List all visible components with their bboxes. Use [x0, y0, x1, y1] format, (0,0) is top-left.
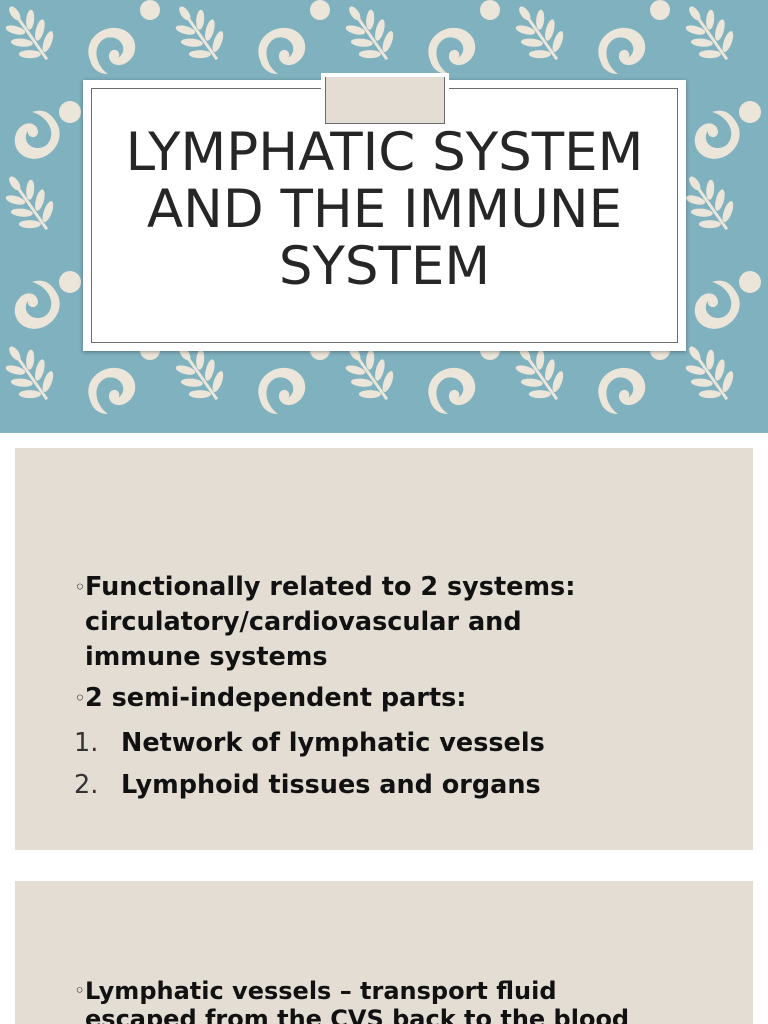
- item-number: 2.: [74, 770, 99, 800]
- bullet-marker: ◦: [74, 575, 86, 599]
- bullet-item: ◦ 2 semi-independent parts:: [74, 681, 734, 716]
- bullet-item: ◦ Lymphatic vessels – transport fluid es…: [74, 977, 734, 1024]
- title-card: LYMPHATIC SYSTEM AND THE IMMUNE SYSTEM: [83, 77, 686, 351]
- item-text: Network of lymphatic vessels: [121, 728, 545, 758]
- bullet-list: ◦ Lymphatic vessels – transport fluid es…: [74, 977, 734, 1024]
- bullet-text: 2 semi-independent parts:: [85, 681, 734, 716]
- bullet-marker: ◦: [74, 980, 86, 1002]
- item-text: Lymphoid tissues and organs: [121, 770, 541, 800]
- slide-body: ◦ Lymphatic vessels – transport fluid es…: [74, 977, 734, 1024]
- bullet-line: circulatory/cardiovascular and: [85, 607, 522, 637]
- lymphatic-vessels-slide: ◦ Lymphatic vessels – transport fluid es…: [15, 881, 753, 1024]
- item-number: 1.: [74, 728, 99, 758]
- bullet-line: Functionally related to 2 systems:: [85, 572, 576, 602]
- bullet-line: 2 semi-independent parts:: [85, 683, 467, 713]
- slide-title-line: LYMPHATIC SYSTEM: [125, 122, 644, 183]
- slide-title: LYMPHATIC SYSTEM AND THE IMMUNE SYSTEM: [91, 124, 678, 295]
- bullet-text: Functionally related to 2 systems: circu…: [85, 570, 734, 675]
- bullet-list: ◦ Functionally related to 2 systems: cir…: [74, 570, 734, 716]
- numbered-list: 1. Network of lymphatic vessels 2. Lymph…: [74, 722, 734, 806]
- slide-body: ◦ Functionally related to 2 systems: cir…: [74, 570, 734, 806]
- bullet-line: Lymphatic vessels – transport fluid: [85, 977, 557, 1005]
- slide-title-line: SYSTEM: [278, 236, 491, 297]
- bullet-line: escaped from the CVS back to the blood: [85, 1005, 630, 1024]
- bullet-item: ◦ Functionally related to 2 systems: cir…: [74, 570, 734, 675]
- title-slide: LYMPHATIC SYSTEM AND THE IMMUNE SYSTEM: [0, 0, 768, 433]
- bullet-text: Lymphatic vessels – transport fluid esca…: [85, 977, 734, 1024]
- title-card-tab: [325, 77, 445, 124]
- numbered-item: 2. Lymphoid tissues and organs: [74, 764, 734, 806]
- numbered-item: 1. Network of lymphatic vessels: [74, 722, 734, 764]
- overview-slide: ◦ Functionally related to 2 systems: cir…: [15, 448, 753, 850]
- slide-title-line: AND THE IMMUNE: [146, 179, 623, 240]
- bullet-line: immune systems: [85, 642, 328, 672]
- bullet-marker: ◦: [74, 686, 86, 710]
